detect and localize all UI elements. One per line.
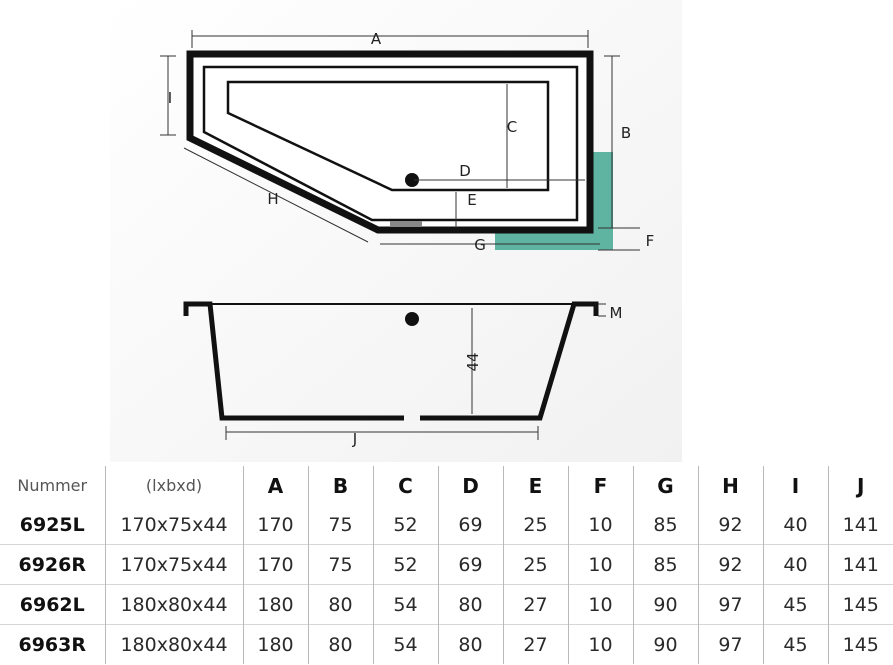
cell-g: 90	[632, 584, 698, 625]
cell-h: 92	[697, 544, 763, 585]
header-f: F	[567, 466, 633, 505]
tub-outer-outline	[186, 50, 594, 234]
cell-a: 180	[242, 584, 308, 625]
cell-c: 52	[372, 544, 438, 585]
cell-b: 80	[307, 624, 373, 664]
cell-c: 52	[372, 505, 438, 545]
label-b: B	[621, 124, 631, 142]
header-c: C	[372, 466, 438, 505]
cell-b: 80	[307, 584, 373, 625]
cell-j: 145	[827, 624, 893, 664]
cell-a: 170	[242, 544, 308, 585]
header-size: (lxbxd)	[104, 466, 243, 505]
label-m: M	[610, 304, 623, 322]
tub-basin-outline	[226, 80, 550, 192]
dimensions-table: Nummer (lxbxd) A B C D E F G H I J 6925L…	[0, 466, 893, 664]
cell-d: 69	[437, 505, 503, 545]
label-e: E	[467, 191, 476, 209]
header-e: E	[502, 466, 568, 505]
header-d: D	[437, 466, 503, 505]
label-d: D	[459, 162, 471, 180]
table-row: 6925L 170x75x44 170 75 52 69 25 10 85 92…	[0, 505, 893, 545]
cell-e: 25	[502, 544, 568, 585]
cell-e: 27	[502, 624, 568, 664]
header-a: A	[242, 466, 308, 505]
cell-f: 10	[567, 624, 633, 664]
cell-g: 85	[632, 505, 698, 545]
cell-j: 145	[827, 584, 893, 625]
cell-nummer: 6962L	[0, 584, 105, 625]
cell-i: 45	[762, 584, 828, 625]
overflow-mark	[390, 221, 422, 227]
bathtub-technical-drawing: A B C D E F G H I 44 J M	[110, 0, 682, 462]
label-a: A	[371, 30, 382, 48]
cell-b: 75	[307, 505, 373, 545]
tub-rim-outline	[202, 65, 579, 222]
label-f: F	[646, 232, 655, 250]
label-g: G	[474, 236, 486, 254]
cell-d: 69	[437, 544, 503, 585]
cell-d: 80	[437, 624, 503, 664]
cell-size: 180x80x44	[104, 584, 243, 625]
side-dimension-lines	[225, 303, 606, 440]
label-h: H	[267, 190, 278, 208]
cell-a: 180	[242, 624, 308, 664]
cell-nummer: 6963R	[0, 624, 105, 664]
header-nummer: Nummer	[17, 476, 88, 495]
cell-c: 54	[372, 584, 438, 625]
cell-nummer: 6925L	[19, 513, 85, 536]
side-drain-dot	[405, 312, 419, 326]
header-i: I	[762, 466, 828, 505]
header-b: B	[307, 466, 373, 505]
cell-j: 141	[827, 505, 893, 545]
drawing-svg: A B C D E F G H I 44 J M	[110, 0, 682, 462]
cell-size: 170x75x44	[104, 544, 243, 585]
cell-i: 40	[762, 544, 828, 585]
table-row: 6926R 170x75x44 170 75 52 69 25 10 85 92…	[0, 544, 893, 585]
cell-c: 54	[372, 624, 438, 664]
cell-a: 170	[242, 505, 308, 545]
cell-f: 10	[567, 544, 633, 585]
table-row: 6962L 180x80x44 180 80 54 80 27 10 90 97…	[0, 584, 893, 625]
cell-e: 25	[502, 505, 568, 545]
cell-h: 92	[697, 505, 763, 545]
cell-d: 80	[437, 584, 503, 625]
cell-g: 85	[632, 544, 698, 585]
cell-e: 27	[502, 584, 568, 625]
cell-h: 97	[697, 624, 763, 664]
cell-size: 170x75x44	[104, 505, 243, 545]
dimension-lines	[160, 30, 640, 251]
label-c: C	[507, 118, 517, 136]
header-h: H	[697, 466, 763, 505]
drain-dot	[405, 173, 419, 187]
header-j: J	[827, 466, 893, 505]
table-row: 6963R 180x80x44 180 80 54 80 27 10 90 97…	[0, 624, 893, 664]
cell-h: 97	[697, 584, 763, 625]
header-g: G	[632, 466, 698, 505]
cell-i: 40	[762, 505, 828, 545]
cell-i: 45	[762, 624, 828, 664]
table-header-row: Nummer (lxbxd) A B C D E F G H I J	[0, 466, 893, 505]
cell-g: 90	[632, 624, 698, 664]
cell-size: 180x80x44	[104, 624, 243, 664]
cell-b: 75	[307, 544, 373, 585]
label-depth: 44	[464, 352, 482, 371]
cell-j: 141	[827, 544, 893, 585]
cell-f: 10	[567, 505, 633, 545]
cell-nummer: 6926R	[0, 544, 105, 585]
cell-f: 10	[567, 584, 633, 625]
label-i: I	[168, 89, 172, 107]
label-j: J	[352, 430, 357, 448]
